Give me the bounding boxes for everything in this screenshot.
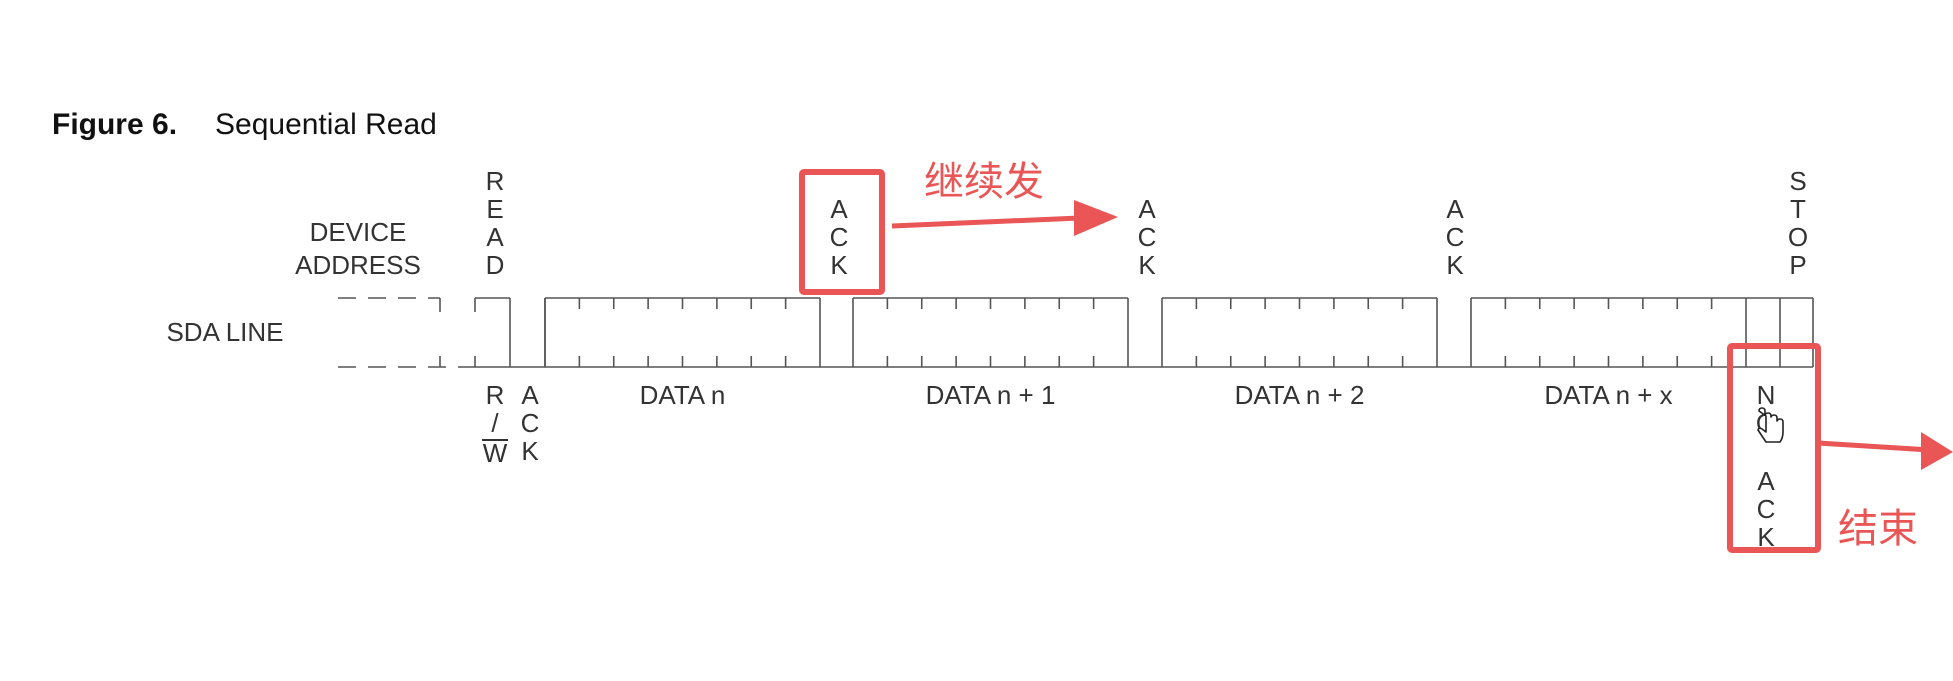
ack-highlight-box (799, 169, 885, 295)
data-frame-label-3: DATA n + x (1544, 380, 1672, 410)
continue-arrow-shaft (891, 215, 1081, 229)
sda-line-label: SDA LINE (166, 317, 283, 347)
rw-w: W (483, 438, 508, 468)
data-frame-label-0: DATA n (640, 380, 726, 410)
device-address-label-line2: ADDRESS (295, 250, 421, 280)
device-address-label-line1: DEVICE (310, 217, 407, 247)
continue-arrow-head (1074, 200, 1118, 236)
vertical-labels: READACKACKACKACKSTOPNOACK (486, 166, 1809, 552)
end-arrow-shaft (1817, 440, 1931, 453)
rw-slash: / (491, 408, 499, 438)
figure-label: Figure 6. (52, 108, 177, 141)
rw-r: R (486, 380, 505, 410)
continue-note: 继续发 (924, 159, 1044, 205)
no-ack-highlight-box (1727, 343, 1821, 553)
figure-title: Sequential Read (215, 108, 437, 141)
sda-waveform (338, 297, 1814, 368)
end-note: 结束 (1838, 506, 1918, 552)
hand-cursor-icon (1757, 407, 1784, 443)
end-arrow-head (1921, 432, 1953, 470)
data-frame-label-2: DATA n + 2 (1235, 380, 1365, 410)
data-frame-labels: DATA n DATA n + 1 DATA n + 2 DATA n + x (640, 380, 1673, 410)
data-frame-label-1: DATA n + 1 (926, 380, 1056, 410)
